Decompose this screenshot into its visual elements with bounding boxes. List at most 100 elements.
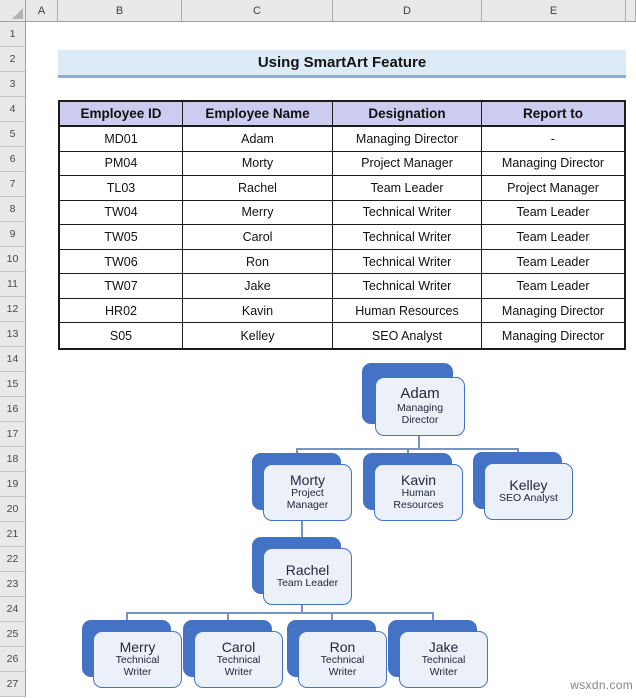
column-header-a[interactable]: A (26, 0, 58, 22)
org-node-name: Carol (221, 638, 256, 655)
table-cell[interactable]: Technical Writer (333, 274, 482, 299)
org-connector-stub-merry (126, 612, 128, 624)
row-header[interactable]: 4 (0, 97, 26, 122)
table-cell[interactable]: TL03 (60, 176, 183, 201)
table-cell[interactable]: Team Leader (482, 274, 624, 299)
org-node-rachel[interactable]: Rachel Team Leader (252, 537, 356, 609)
table-cell[interactable]: Merry (183, 200, 333, 226)
column-header-d[interactable]: D (333, 0, 482, 22)
table-cell[interactable]: SEO Analyst (333, 323, 482, 348)
row-header[interactable]: 26 (0, 647, 26, 672)
row-header[interactable]: 13 (0, 322, 26, 347)
org-node-card: Rachel Team Leader (263, 548, 352, 605)
row-header[interactable]: 3 (0, 72, 26, 97)
table-cell[interactable]: Technical Writer (333, 225, 482, 250)
employee-table: Employee ID Employee Name Designation Re… (58, 100, 626, 350)
table-cell[interactable]: Team Leader (482, 200, 624, 226)
org-node-card: Morty Project Manager (263, 464, 352, 521)
row-header[interactable]: 18 (0, 447, 26, 472)
table-cell[interactable]: HR02 (60, 298, 183, 324)
table-cell[interactable]: MD01 (60, 127, 183, 152)
row-header[interactable]: 23 (0, 572, 26, 597)
table-header-employee-id[interactable]: Employee ID (60, 102, 183, 127)
row-header[interactable]: 21 (0, 522, 26, 547)
org-node-ron[interactable]: Ron Technical Writer (287, 620, 391, 692)
column-header-b[interactable]: B (58, 0, 182, 22)
org-connector-rachel-down (301, 602, 303, 613)
org-node-card: Adam Managing Director (375, 377, 465, 436)
table-cell[interactable]: Managing Director (482, 298, 624, 324)
table-cell[interactable]: Adam (183, 127, 333, 152)
row-header[interactable]: 27 (0, 672, 26, 697)
org-node-carol[interactable]: Carol Technical Writer (183, 620, 287, 692)
table-cell[interactable]: - (482, 127, 624, 152)
table-cell[interactable]: Managing Director (482, 151, 624, 177)
table-cell[interactable]: Human Resources (333, 298, 482, 324)
org-node-card: Merry Technical Writer (93, 631, 182, 688)
table-cell[interactable]: Project Manager (482, 176, 624, 201)
select-all-corner[interactable] (0, 0, 26, 22)
column-header-c[interactable]: C (182, 0, 333, 22)
org-node-morty[interactable]: Morty Project Manager (252, 453, 356, 525)
table-cell[interactable]: Ron (183, 249, 333, 275)
org-node-name: Adam (400, 385, 440, 403)
table-header-employee-name[interactable]: Employee Name (183, 102, 333, 127)
table-cell[interactable]: Team Leader (482, 225, 624, 250)
table-cell[interactable]: Managing Director (482, 323, 624, 348)
table-cell[interactable]: PM04 (60, 151, 183, 177)
row-header[interactable]: 6 (0, 147, 26, 172)
org-node-name: Kelley (509, 476, 548, 493)
row-header[interactable]: 16 (0, 397, 26, 422)
row-header[interactable]: 5 (0, 122, 26, 147)
org-node-name: Kavin (400, 471, 437, 488)
table-cell[interactable]: Team Leader (482, 249, 624, 275)
row-header[interactable]: 19 (0, 472, 26, 497)
table-cell[interactable]: Morty (183, 151, 333, 177)
table-cell[interactable]: Jake (183, 274, 333, 299)
table-header-designation[interactable]: Designation (333, 102, 482, 127)
table-cell[interactable]: Project Manager (333, 151, 482, 177)
row-header[interactable]: 14 (0, 347, 26, 372)
row-header[interactable]: 17 (0, 422, 26, 447)
table-cell[interactable]: TW06 (60, 249, 183, 275)
row-header[interactable]: 24 (0, 597, 26, 622)
table-cell[interactable]: S05 (60, 323, 183, 348)
row-header[interactable]: 25 (0, 622, 26, 647)
column-header-partial (626, 0, 636, 22)
row-header[interactable]: 12 (0, 297, 26, 322)
org-node-role: Project Manager (286, 487, 329, 512)
table-cell[interactable]: TW04 (60, 200, 183, 226)
row-header[interactable]: 9 (0, 222, 26, 247)
org-node-kelley[interactable]: Kelley SEO Analyst (473, 452, 577, 524)
row-header[interactable]: 22 (0, 547, 26, 572)
row-header[interactable]: 8 (0, 197, 26, 222)
org-node-adam[interactable]: Adam Managing Director (362, 363, 466, 436)
table-cell[interactable]: TW07 (60, 274, 183, 299)
table-cell[interactable]: Kelley (183, 323, 333, 348)
column-header-e[interactable]: E (482, 0, 626, 22)
row-header[interactable]: 15 (0, 372, 26, 397)
table-cell[interactable]: Rachel (183, 176, 333, 201)
org-node-merry[interactable]: Merry Technical Writer (82, 620, 186, 692)
row-header[interactable]: 7 (0, 172, 26, 197)
table-cell[interactable]: Kavin (183, 298, 333, 324)
sheet-title[interactable]: Using SmartArt Feature (58, 50, 626, 78)
row-header[interactable]: 1 (0, 22, 26, 47)
table-cell[interactable]: Team Leader (333, 176, 482, 201)
select-all-triangle-icon (12, 8, 23, 19)
table-cell[interactable]: Technical Writer (333, 200, 482, 226)
row-header[interactable]: 10 (0, 247, 26, 272)
table-cell[interactable]: Technical Writer (333, 249, 482, 275)
org-node-role: Human Resources (393, 487, 444, 512)
org-node-jake[interactable]: Jake Technical Writer (388, 620, 492, 692)
row-header[interactable]: 20 (0, 497, 26, 522)
row-header[interactable]: 2 (0, 47, 26, 72)
row-header[interactable]: 11 (0, 272, 26, 297)
table-cell[interactable]: Carol (183, 225, 333, 250)
table-header-report-to[interactable]: Report to (482, 102, 624, 127)
table-cell[interactable]: TW05 (60, 225, 183, 250)
table-cell[interactable]: Managing Director (333, 127, 482, 152)
org-node-kavin[interactable]: Kavin Human Resources (363, 453, 467, 525)
org-connector-stub-ron (331, 612, 333, 624)
org-node-card: Carol Technical Writer (194, 631, 283, 688)
